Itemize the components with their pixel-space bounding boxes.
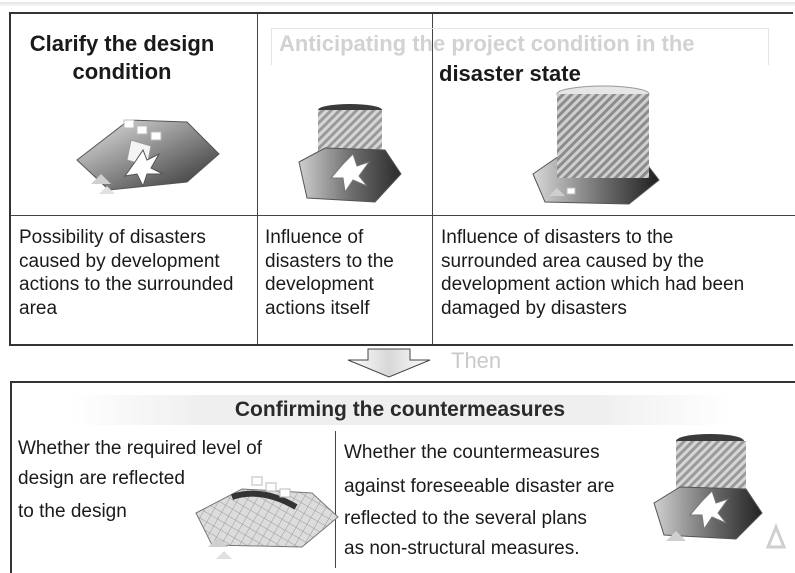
- cell-surrounded-area-possibility: Possibility of disasters caused by devel…: [19, 227, 234, 319]
- cell-influence-on-development: Influence of disasters to the developmen…: [265, 227, 394, 319]
- col2-title-faded: Anticipating the project condition in th…: [279, 31, 695, 56]
- terrain-disaster-illustration-1: [76, 119, 220, 194]
- bottom-right-line-2: against foreseeable disaster are: [344, 476, 615, 497]
- bottom-right-line-4: as non-structural measures.: [344, 538, 580, 559]
- bottom-title-bar: [70, 395, 730, 425]
- col2-title-faded-box: [271, 28, 769, 65]
- down-arrow-icon: [347, 348, 431, 378]
- top-table: Clarify the design condition Anticipatin…: [9, 12, 795, 346]
- bottom-left-line-3: to the design: [18, 501, 127, 522]
- bottom-right-line-1: Whether the countermeasures: [344, 442, 600, 463]
- terrain-disaster-illustration-2: [298, 104, 402, 203]
- terrain-disaster-illustration-4: [653, 434, 787, 549]
- top-border-line: [0, 2, 795, 6]
- cell-influence-on-surroundings: Influence of disasters to the surrounded…: [441, 227, 745, 319]
- bottom-left-line-2: design are reflected: [18, 468, 185, 489]
- bottom-table: Confirming the countermeasures Whether t…: [10, 381, 795, 573]
- bottom-right-line-3: reflected to the several plans: [344, 508, 587, 529]
- terrain-disaster-illustration-3: [532, 85, 660, 205]
- col2-title-line2: disaster state: [439, 61, 581, 86]
- bottom-title: Confirming the countermeasures: [234, 398, 566, 421]
- then-label: Then: [451, 348, 502, 373]
- terrain-grid-illustration: [195, 476, 339, 559]
- bottom-left-line-1: Whether the required level of: [18, 438, 262, 459]
- bottom-divider: [335, 431, 336, 568]
- col1-title: Clarify the design condition: [29, 31, 215, 84]
